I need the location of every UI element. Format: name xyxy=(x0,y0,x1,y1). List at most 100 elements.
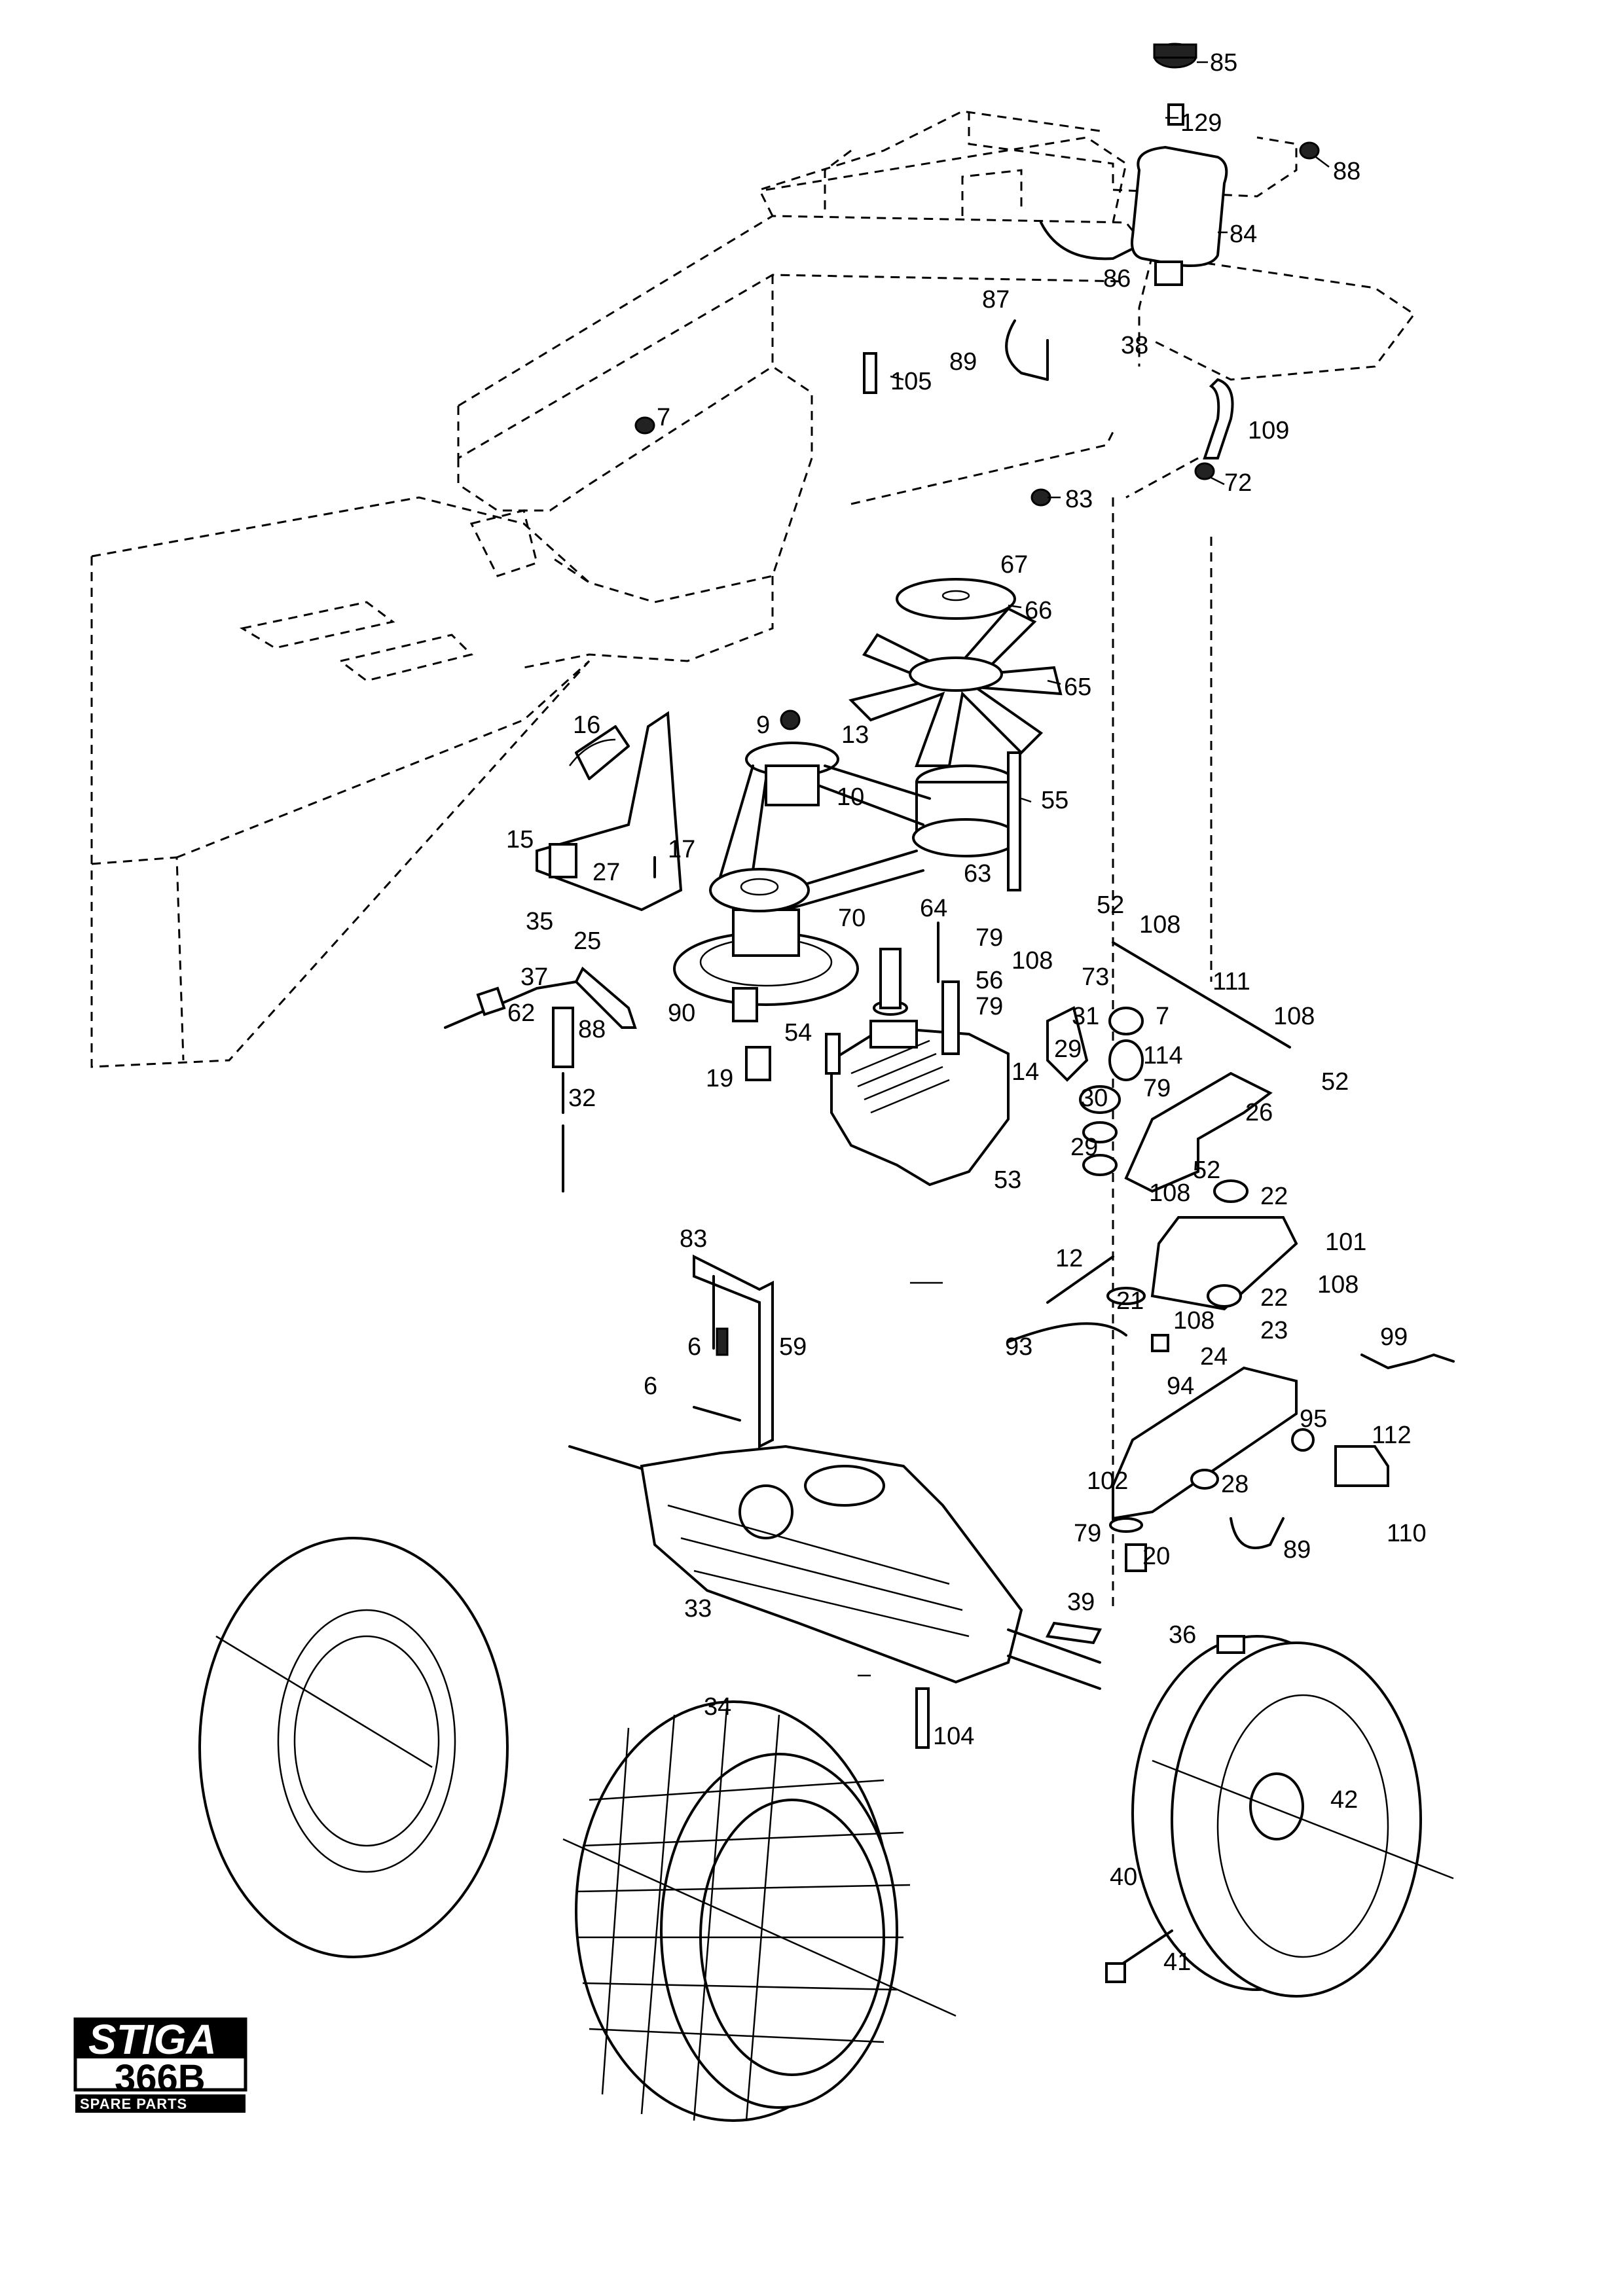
callout: 111 xyxy=(1213,968,1250,996)
callout: 84 xyxy=(1230,221,1257,248)
callout: 89 xyxy=(1283,1536,1311,1564)
callout: 29 xyxy=(1054,1035,1082,1063)
callout: 21 xyxy=(1116,1287,1144,1315)
callout: 104 xyxy=(933,1723,974,1750)
callout: 35 xyxy=(526,908,553,935)
callout: 22 xyxy=(1260,1284,1288,1312)
callout: 17 xyxy=(668,836,695,863)
callout: 16 xyxy=(573,711,600,739)
callout: 14 xyxy=(1012,1058,1039,1086)
callout: 6 xyxy=(687,1333,701,1361)
callout: 38 xyxy=(1121,332,1148,359)
callout: 79 xyxy=(1143,1075,1171,1102)
callout: 109 xyxy=(1248,417,1289,444)
right-wheel xyxy=(1105,1635,1454,1998)
callout: 26 xyxy=(1245,1099,1273,1126)
callout: 52 xyxy=(1193,1157,1220,1184)
callout: 108 xyxy=(1317,1271,1359,1299)
callout: 99 xyxy=(1380,1323,1408,1351)
callout: 34 xyxy=(704,1693,731,1721)
callout: 66 xyxy=(1025,597,1052,624)
callout: 108 xyxy=(1139,911,1180,939)
callout: 67 xyxy=(1000,551,1028,579)
rear-tire xyxy=(562,1700,957,2122)
left-wheel xyxy=(198,1537,509,1958)
callout: 12 xyxy=(1055,1245,1083,1272)
callout: 6 xyxy=(644,1372,657,1400)
spare-parts-label: SPARE PARTS xyxy=(80,2096,187,2112)
callout: 32 xyxy=(568,1085,596,1112)
callout: 87 xyxy=(982,286,1010,314)
callout: 33 xyxy=(684,1595,712,1623)
callout: 53 xyxy=(994,1166,1021,1194)
callout: 79 xyxy=(1074,1520,1101,1547)
callout: 108 xyxy=(1173,1307,1214,1335)
tension-bracket-assembly xyxy=(444,711,771,1193)
callout: 72 xyxy=(1224,469,1252,497)
callout: 41 xyxy=(1163,1948,1191,1976)
callout: 29 xyxy=(1070,1134,1098,1161)
callout: 30 xyxy=(1080,1085,1108,1112)
callout: 108 xyxy=(1012,947,1053,975)
control-linkage xyxy=(1007,941,1455,1572)
oil-reservoir xyxy=(1005,43,1234,459)
callout: 52 xyxy=(1097,891,1124,919)
callout: 25 xyxy=(574,927,601,955)
callout: 105 xyxy=(890,368,932,395)
callout: 65 xyxy=(1064,673,1091,701)
part-callouts: 85 129 88 84 86 87 89 38 105 7 109 72 83… xyxy=(506,49,1427,1976)
drive-belts-and-pulleys xyxy=(673,742,1019,1006)
callout: 27 xyxy=(593,859,620,886)
callout: 55 xyxy=(1041,787,1068,814)
callout: 37 xyxy=(520,963,548,991)
callout: 20 xyxy=(1142,1543,1170,1570)
callout: 62 xyxy=(507,999,535,1027)
callout: 15 xyxy=(506,826,534,853)
transaxle xyxy=(568,1444,1103,1690)
callout: 54 xyxy=(784,1019,812,1047)
callout: 31 xyxy=(1072,1003,1099,1030)
callout: 108 xyxy=(1273,1003,1315,1030)
callout: 88 xyxy=(578,1016,606,1043)
callout: 108 xyxy=(1149,1179,1190,1207)
callout: 88 xyxy=(1333,158,1360,185)
leader-lines xyxy=(858,61,1330,1677)
callout: 23 xyxy=(1260,1317,1288,1344)
callout: 112 xyxy=(1372,1422,1412,1449)
callout: 79 xyxy=(976,993,1003,1020)
callout: 70 xyxy=(838,905,866,932)
callout: 114 xyxy=(1143,1042,1183,1069)
callout: 129 xyxy=(1180,109,1222,137)
callout: 79 xyxy=(976,924,1003,952)
callout: 24 xyxy=(1200,1343,1228,1371)
callout: 83 xyxy=(680,1225,707,1253)
callout: 40 xyxy=(1110,1863,1137,1891)
callout: 42 xyxy=(1330,1786,1358,1814)
callout: 9 xyxy=(756,711,770,739)
callout: 90 xyxy=(668,999,695,1027)
callout: 83 xyxy=(1065,486,1093,513)
callout: 95 xyxy=(1300,1405,1327,1433)
callout: 56 xyxy=(976,967,1003,994)
callout: 7 xyxy=(657,404,670,431)
callout: 19 xyxy=(706,1065,733,1092)
callout: 52 xyxy=(1321,1068,1349,1096)
callout: 85 xyxy=(1210,49,1237,77)
callout: 36 xyxy=(1169,1621,1196,1649)
callout: 59 xyxy=(779,1333,807,1361)
fasteners xyxy=(634,141,1320,1749)
callout: 39 xyxy=(1067,1588,1095,1616)
callout: 93 xyxy=(1005,1333,1032,1361)
callout: 86 xyxy=(1103,265,1131,293)
callout: 64 xyxy=(920,895,947,922)
hydrostatic-pump xyxy=(825,922,1010,1187)
logo-text: STIGA xyxy=(88,2016,217,2063)
callout: 110 xyxy=(1387,1520,1427,1547)
callout: 13 xyxy=(841,721,869,749)
fan-assembly xyxy=(848,578,1063,767)
stiga-logo: STIGA 366B SPARE PARTS xyxy=(73,2016,247,2113)
callout: 28 xyxy=(1221,1471,1249,1498)
callout: 101 xyxy=(1325,1229,1366,1256)
callout: 22 xyxy=(1260,1183,1288,1210)
